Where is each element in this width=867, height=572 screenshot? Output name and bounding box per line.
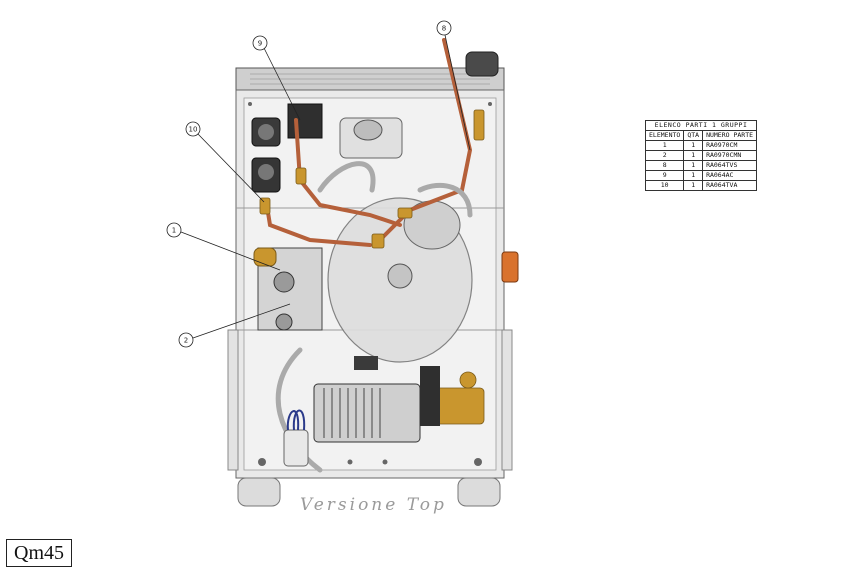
callout-10: 10 bbox=[185, 121, 265, 203]
parts-table-header-element: ELEMENTO bbox=[644, 130, 685, 141]
row-qty: 1 bbox=[683, 140, 704, 151]
capacitor bbox=[283, 409, 309, 467]
row-qty: 1 bbox=[683, 150, 704, 161]
callout-9: 9 bbox=[252, 35, 301, 121]
orange-component bbox=[501, 251, 519, 283]
table-row: 8 1 RA064TVS bbox=[644, 160, 758, 171]
exhaust-cylinder bbox=[465, 51, 499, 77]
brass-fittings bbox=[259, 109, 485, 425]
callout-9-label: 9 bbox=[258, 40, 262, 48]
pump-motor bbox=[313, 356, 440, 443]
callout-8-label: 8 bbox=[442, 25, 446, 33]
callout-10-label: 10 bbox=[189, 126, 198, 134]
version-label: Versione Top bbox=[300, 495, 447, 515]
row-element: 2 bbox=[644, 150, 685, 161]
callout-1-label: 1 bbox=[172, 227, 176, 235]
table-row: 2 1 RA0970CMN bbox=[644, 150, 758, 161]
callout-2-label: 2 bbox=[184, 337, 188, 345]
row-element: 1 bbox=[644, 140, 685, 151]
parts-table: ELENCO PARTI 1 GRUPPI ELEMENTO QTA NUMER… bbox=[644, 120, 758, 191]
table-row: 10 1 RA064TVA bbox=[644, 180, 758, 191]
callout-2: 2 bbox=[178, 303, 291, 348]
row-element: 10 bbox=[644, 180, 685, 191]
callout-8: 8 bbox=[436, 20, 471, 151]
row-element: 8 bbox=[644, 160, 685, 171]
parts-table-header-part: NUMERO PARTE bbox=[702, 130, 758, 141]
row-part: RA0970CM bbox=[702, 140, 758, 151]
solenoid-valves bbox=[251, 103, 323, 193]
row-part: RA064TVA bbox=[702, 180, 758, 191]
callout-1: 1 bbox=[166, 222, 281, 271]
row-element: 9 bbox=[644, 170, 685, 181]
row-qty: 1 bbox=[683, 160, 704, 171]
table-row: 1 1 RA0970CM bbox=[644, 140, 758, 151]
model-code-box: Qm45 bbox=[6, 539, 72, 567]
row-part: RA064AC bbox=[702, 170, 758, 181]
row-qty: 1 bbox=[683, 180, 704, 191]
table-row: 9 1 RA064AC bbox=[644, 170, 758, 181]
boiler bbox=[327, 117, 473, 363]
parts-table-header-qty: QTA bbox=[683, 130, 704, 141]
row-part: RA0970CMN bbox=[702, 150, 758, 161]
row-part: RA064TVS bbox=[702, 160, 758, 171]
row-qty: 1 bbox=[683, 170, 704, 181]
group-block bbox=[253, 247, 323, 331]
parts-table-title: ELENCO PARTI 1 GRUPPI bbox=[644, 120, 758, 131]
